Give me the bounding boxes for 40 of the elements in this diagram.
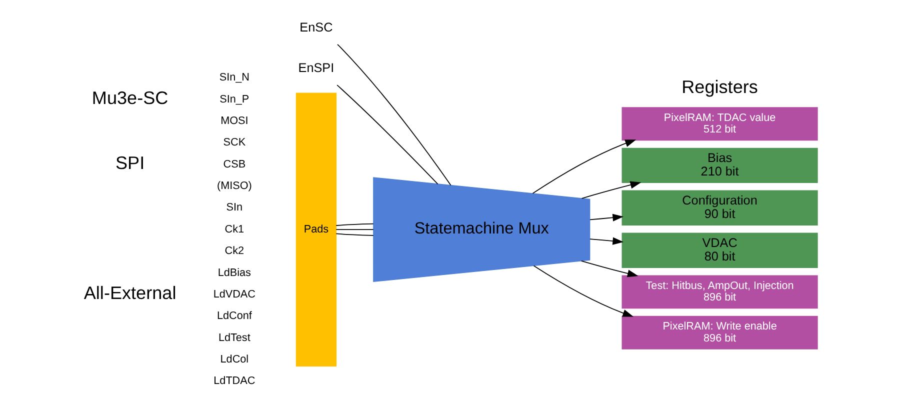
label: LdTDAC bbox=[213, 375, 255, 388]
node-box: Statemachine Mux bbox=[372, 177, 590, 282]
label: (MISO) bbox=[216, 180, 252, 192]
arrow bbox=[532, 140, 636, 194]
arrow bbox=[589, 237, 624, 245]
label: SPI bbox=[114, 153, 144, 174]
connector bbox=[336, 84, 438, 184]
connector bbox=[335, 223, 374, 226]
label: SIn bbox=[226, 202, 242, 214]
label: All-External bbox=[83, 283, 176, 304]
node-box: PixelRAM: Write enable 896 bit bbox=[621, 316, 818, 350]
label: LdBias bbox=[217, 266, 250, 279]
label: CSB bbox=[222, 158, 246, 170]
label: LdCol bbox=[220, 354, 248, 366]
label: SCK bbox=[222, 136, 246, 149]
label: MOSI bbox=[220, 114, 248, 127]
node-text: EnSPI bbox=[298, 61, 334, 76]
connector bbox=[336, 44, 451, 186]
label: SIn_P bbox=[219, 93, 249, 106]
label: LdTest bbox=[218, 332, 250, 344]
node-box: PixelRAM: TDAC value 512 bit bbox=[621, 107, 818, 141]
node-box: Pads bbox=[295, 92, 336, 366]
arrow bbox=[532, 265, 634, 317]
node-box: Bias 210 bit bbox=[621, 148, 818, 184]
node-text: EnSC bbox=[299, 20, 332, 34]
label: LdVDAC bbox=[212, 288, 255, 300]
label: Ck2 bbox=[224, 245, 244, 258]
node-box: Test: Hitbus, AmpOut, Injection 896 bit bbox=[621, 275, 818, 309]
label: LdConf bbox=[216, 310, 252, 322]
arrow bbox=[589, 214, 624, 222]
label: SIn_N bbox=[218, 72, 249, 84]
label: Registers bbox=[681, 77, 758, 98]
label: Ck1 bbox=[224, 223, 244, 236]
arrow bbox=[580, 260, 638, 278]
node-box: Configuration 90 bit bbox=[621, 190, 818, 226]
connector bbox=[335, 229, 374, 230]
arrow bbox=[580, 181, 641, 199]
connector bbox=[335, 233, 374, 236]
node-box: VDAC 80 bit bbox=[621, 232, 818, 268]
label: Mu3e-SC bbox=[91, 88, 168, 108]
